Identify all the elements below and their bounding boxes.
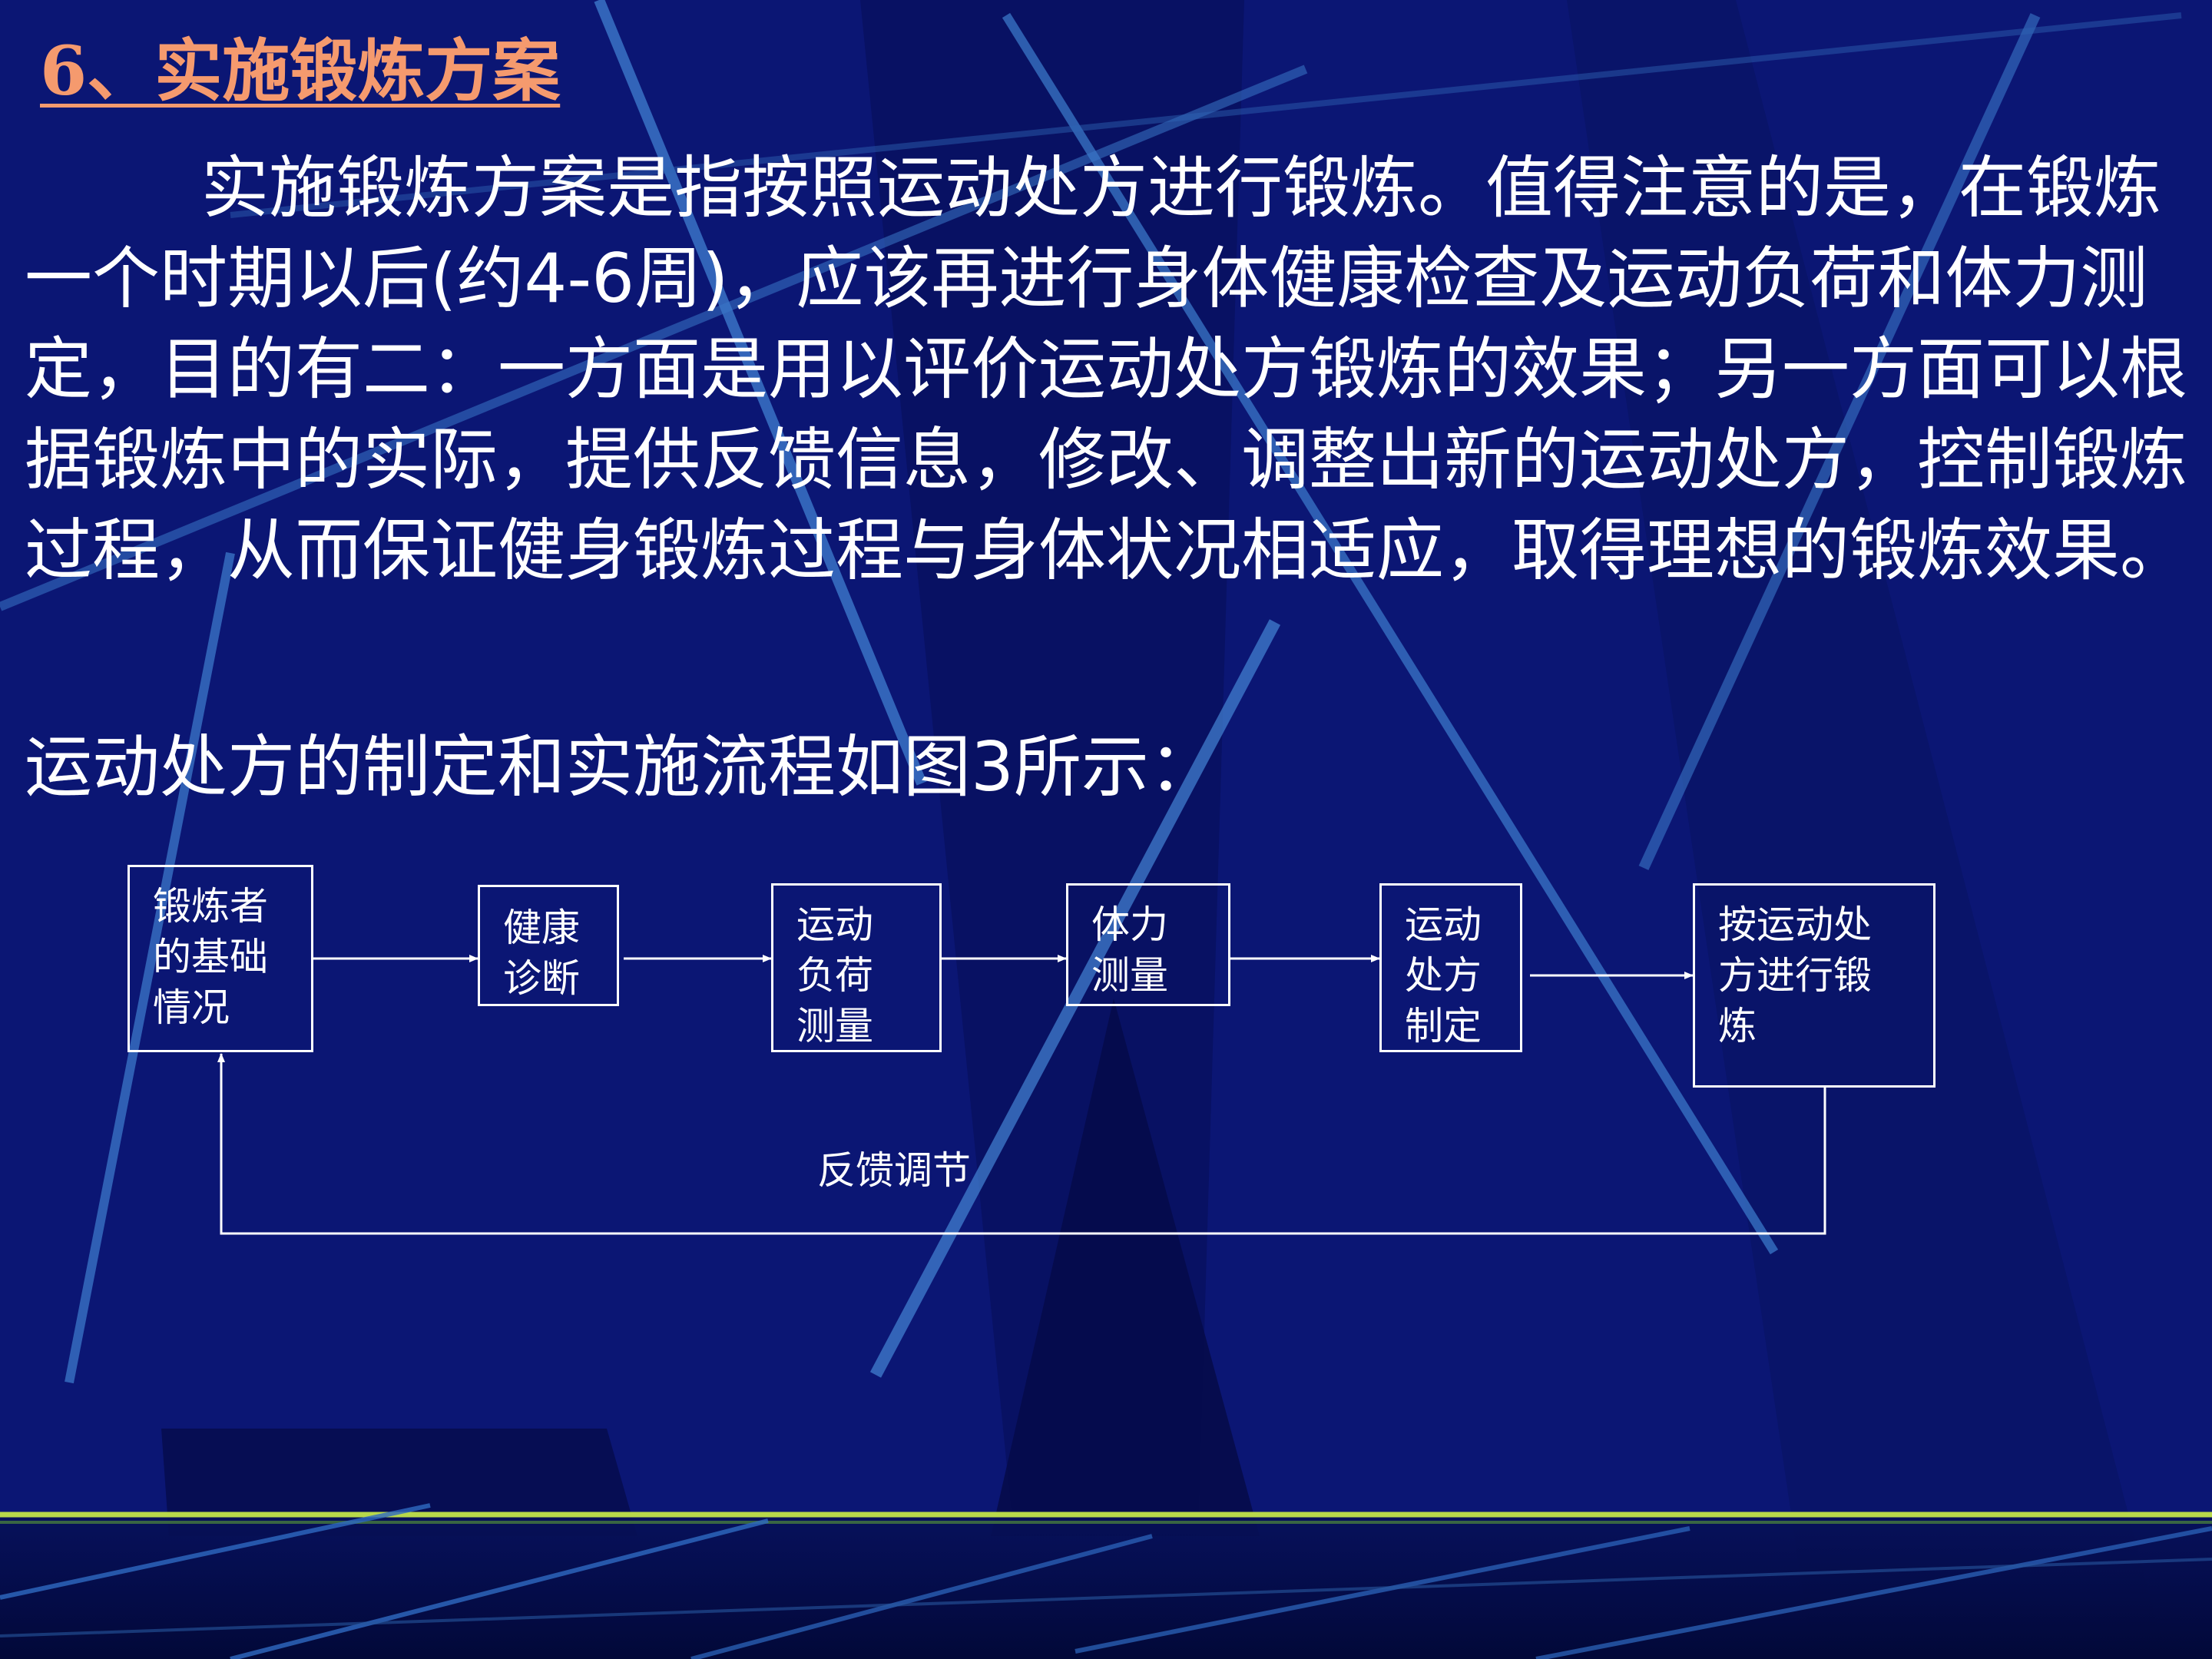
- bg-dark-shape: [991, 998, 1260, 1536]
- footer-streak: [690, 1534, 1153, 1659]
- body-paragraph: 实施锻炼方案是指按照运动处方进行锻炼。值得注意的是，在锻炼一个时期以后(约4-6…: [25, 148, 2188, 590]
- flow-box-line: 情况: [153, 985, 230, 1030]
- flow-box-line: 锻炼者: [153, 884, 268, 929]
- flow-box-line: 炼: [1718, 1004, 1757, 1048]
- footer-streak: [0, 1503, 431, 1600]
- footer-streak: [230, 1518, 769, 1659]
- footer-band: [0, 1517, 2212, 1659]
- flow-box-line: 处方: [1405, 953, 1482, 998]
- slide-title: 6、实施锻炼方案: [40, 31, 561, 111]
- flow-box-fitness-measure: 体力 测量: [1066, 883, 1230, 1006]
- flowchart-intro: 运动处方的制定和实施流程如图3所示：: [25, 727, 1217, 806]
- bg-streak: [1638, 13, 2041, 870]
- feedback-arrow: [217, 1053, 1826, 1235]
- flow-box-health-diagnosis: 健康 诊断: [478, 885, 619, 1006]
- flow-box-line: 运动: [1405, 902, 1482, 947]
- footer-streak: [1535, 1526, 2212, 1659]
- footer-streak: [1075, 1526, 1690, 1654]
- flow-box-line: 测量: [796, 1004, 873, 1048]
- flow-box-exercise-per-prescription: 按运动处 方进行锻 炼: [1693, 883, 1936, 1088]
- bg-streak: [0, 65, 1308, 611]
- bg-streak: [65, 551, 235, 1384]
- flow-box-trainee-baseline: 锻炼者 的基础 情况: [127, 865, 313, 1052]
- flow-box-prescription-design: 运动 处方 制定: [1379, 883, 1522, 1052]
- flow-box-exercise-load: 运动 负荷 测量: [771, 883, 942, 1052]
- bg-streak: [230, 12, 2182, 218]
- flow-box-line: 诊断: [503, 956, 580, 1001]
- flow-box-line: 健康: [503, 906, 580, 950]
- flow-box-line: 测量: [1091, 953, 1168, 998]
- flow-box-line: 制定: [1405, 1004, 1482, 1048]
- feedback-label: 反馈调节: [817, 1148, 971, 1193]
- flow-box-line: 负荷: [796, 953, 873, 998]
- bg-streak: [594, 0, 927, 786]
- flow-box-line: 方进行锻: [1718, 953, 1872, 998]
- bg-streak: [1002, 12, 1779, 1255]
- bg-dark-shape: [1567, 0, 2166, 1659]
- flow-box-line: 的基础: [153, 935, 268, 979]
- footer-streak: [0, 1558, 2212, 1637]
- flow-box-line: 按运动处: [1718, 902, 1872, 947]
- bg-streak: [869, 619, 1281, 1378]
- bg-dark-shape: [161, 1429, 637, 1536]
- flow-box-line: 运动: [796, 902, 873, 947]
- flow-box-line: 体力: [1091, 902, 1168, 947]
